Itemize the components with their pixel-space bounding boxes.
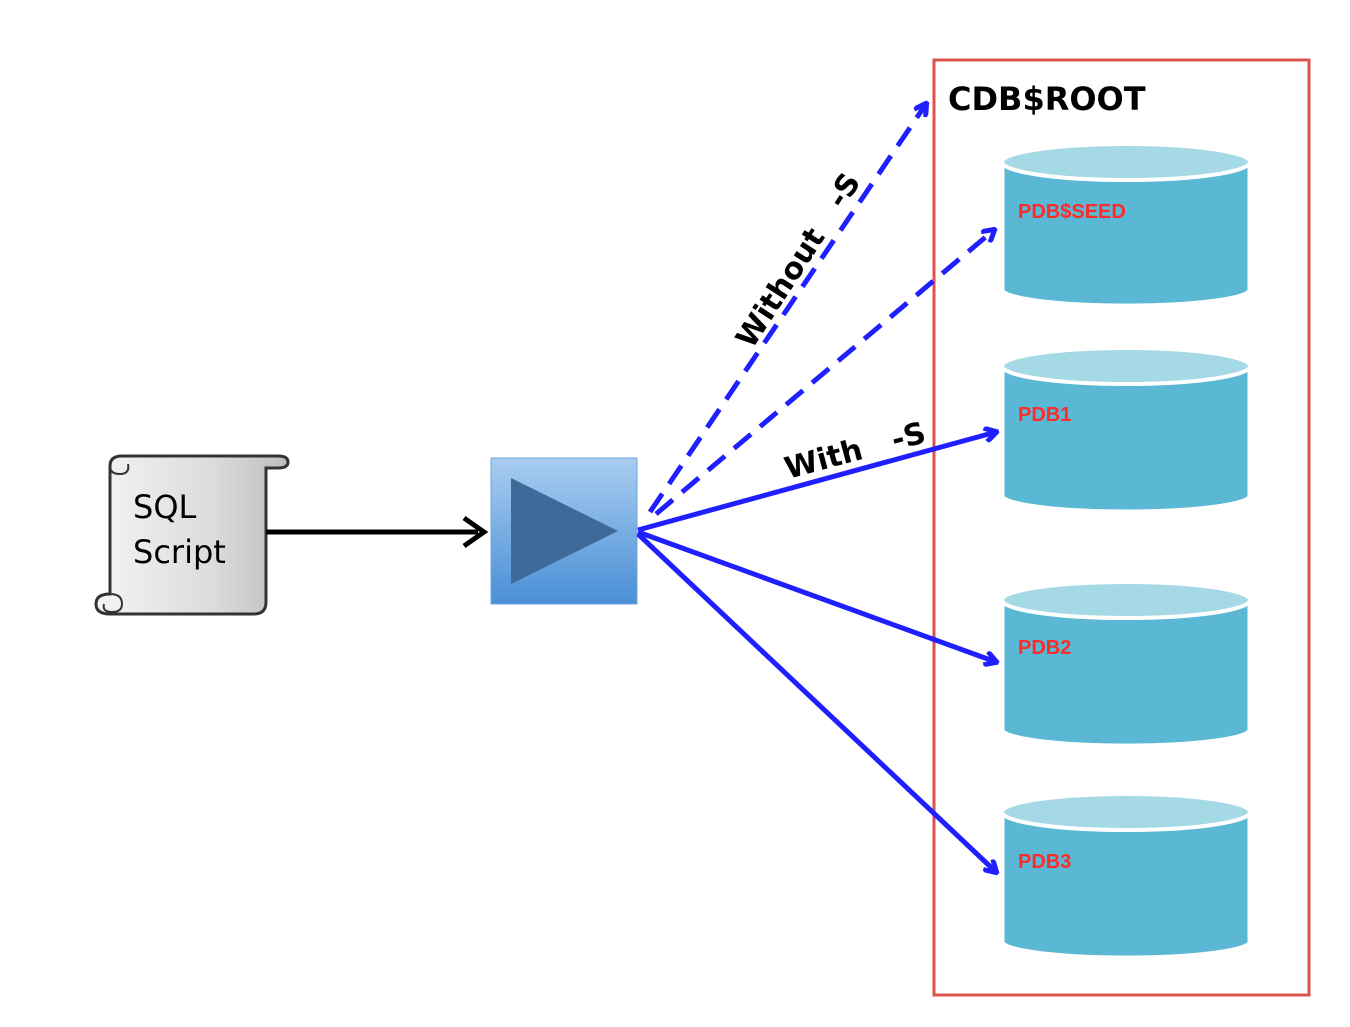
- database-pdb-seed: [999, 142, 1253, 309]
- play-icon: [511, 478, 618, 584]
- arrow-to-pdb1: [637, 432, 996, 533]
- with-s-label: With -S: [781, 416, 930, 487]
- sql-script-scroll-icon: [94, 454, 290, 616]
- database-pdb2: [999, 580, 1253, 749]
- pdb1-label: PDB1: [1018, 404, 1071, 426]
- arrow-to-pdb3: [636, 532, 996, 872]
- database-pdb1: [999, 346, 1253, 515]
- arrow-to-cdb-root: [647, 104, 926, 514]
- arrow-to-pdb-seed: [654, 230, 994, 516]
- sql-script-line1: SQL: [133, 488, 197, 526]
- cdb-root-container: [932, 58, 1311, 997]
- database-pdb3: [999, 792, 1253, 961]
- pdb-seed-label: PDB$SEED: [1018, 201, 1126, 223]
- script-to-runner-arrowhead: [462, 515, 489, 549]
- arrow-to-pdb2: [637, 529, 996, 662]
- pdb3-label: PDB3: [1018, 851, 1071, 873]
- pdb2-label: PDB2: [1018, 637, 1071, 659]
- without-s-label: Without -S: [729, 167, 868, 354]
- sql-script-line2: Script: [133, 533, 226, 571]
- cdb-root-title: CDB$ROOT: [948, 80, 1146, 118]
